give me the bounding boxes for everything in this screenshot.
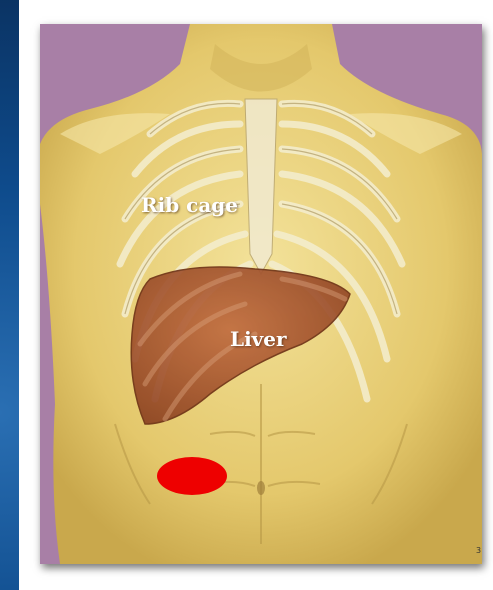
liver-label: Liver <box>230 327 287 351</box>
page-number: 3 <box>476 546 481 555</box>
red-marker <box>157 457 227 495</box>
sternum <box>245 99 277 274</box>
rib-cage-label: Rib cage <box>141 193 238 217</box>
torso-drawing <box>40 24 482 564</box>
navel <box>257 481 265 495</box>
anatomy-illustration: Rib cage Liver 3 <box>40 24 482 564</box>
